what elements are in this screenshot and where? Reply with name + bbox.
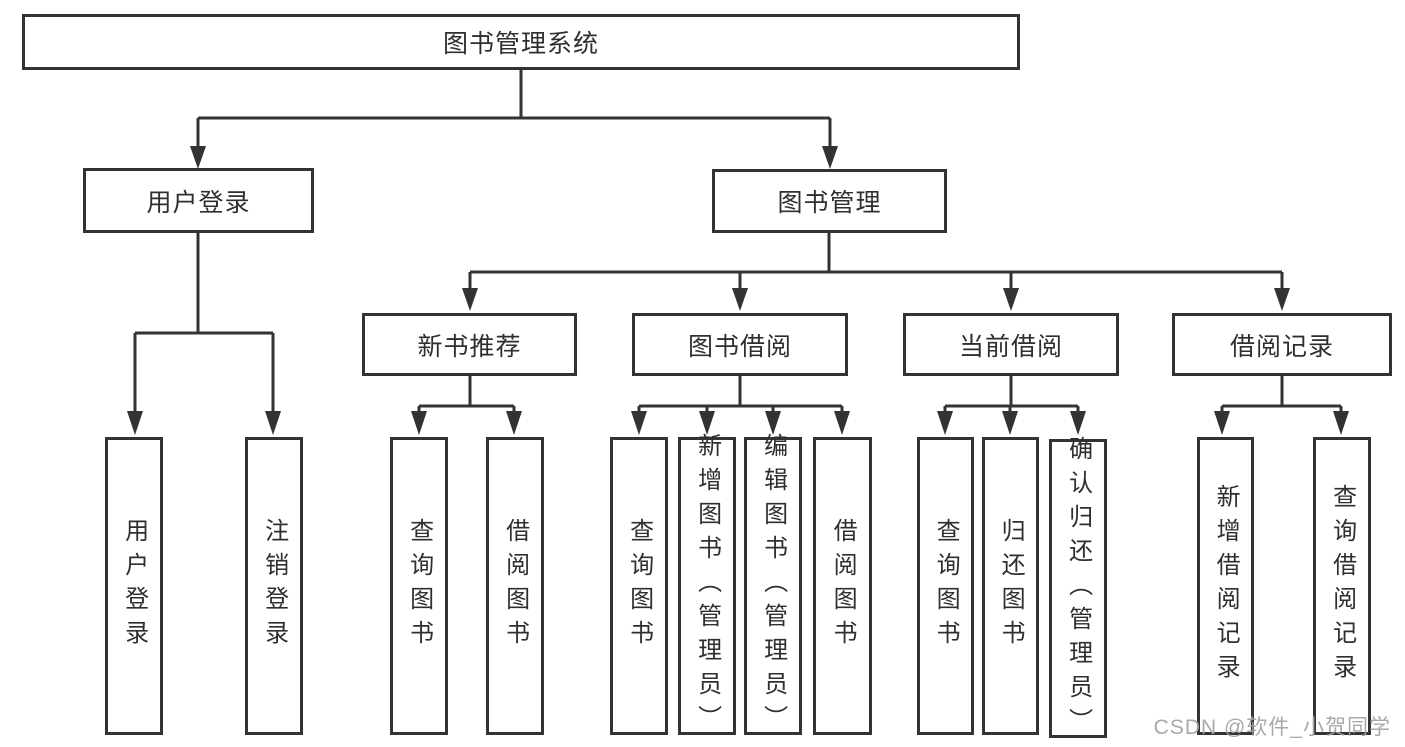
leaf-add-book-admin: 新增图书（管理员） xyxy=(678,433,736,739)
leaf-label: 查询借阅记录 xyxy=(1328,484,1356,688)
arrowhead xyxy=(732,288,748,311)
connector-book-management-to-level3 xyxy=(468,233,1284,289)
leaf-confirm-return-admin: 确认归还（管理员） xyxy=(1049,436,1107,742)
arrowhead xyxy=(699,411,715,435)
arrowhead xyxy=(631,411,647,435)
connector-current-borrow-to-leaves xyxy=(943,376,1080,412)
connector-new-book-recommend-to-leaves xyxy=(417,376,516,412)
leaf-borrow-books-recommend: 借阅图书 xyxy=(486,437,544,735)
leaf-label: 确认归还（管理员） xyxy=(1064,435,1092,742)
csdn-watermark: CSDN @软件_小贺同学 xyxy=(1153,716,1391,739)
connector-book-borrow-to-leaves xyxy=(637,376,844,412)
leaf-borrow-books-2: 借阅图书 xyxy=(813,437,872,735)
node-label: 图书管理 xyxy=(777,189,882,217)
arrowhead xyxy=(265,411,281,435)
arrowhead xyxy=(822,146,838,169)
arrowhead xyxy=(127,411,143,435)
arrowhead xyxy=(411,411,427,435)
node-label: 图书管理系统 xyxy=(442,30,599,58)
node-label: 借阅记录 xyxy=(1229,332,1334,361)
arrowhead xyxy=(190,146,206,169)
node-book-management: 图书管理 xyxy=(712,169,947,233)
leaf-add-borrow-record: 新增借阅记录 xyxy=(1197,437,1254,735)
connector-user-login-to-leaves xyxy=(133,233,275,412)
leaf-label: 查询图书 xyxy=(932,518,960,654)
connector-borrow-records-to-leaves xyxy=(1220,376,1343,412)
arrowhead xyxy=(834,411,850,435)
arrowhead xyxy=(1214,411,1230,435)
node-label: 新书推荐 xyxy=(417,332,522,361)
leaf-label: 借阅图书 xyxy=(829,518,857,654)
leaf-label: 查询图书 xyxy=(405,518,433,654)
node-label: 当前借阅 xyxy=(958,332,1063,361)
node-user-login: 用户登录 xyxy=(83,168,314,233)
leaf-label: 归还图书 xyxy=(997,518,1025,654)
arrowhead xyxy=(1274,288,1290,311)
leaf-label: 查询图书 xyxy=(625,518,653,654)
node-new-book-recommend: 新书推荐 xyxy=(362,313,577,376)
node-book-borrow: 图书借阅 xyxy=(632,313,848,376)
arrowhead xyxy=(1003,288,1019,311)
arrowhead xyxy=(506,411,522,435)
node-root-system: 图书管理系统 xyxy=(22,14,1020,70)
node-current-borrow: 当前借阅 xyxy=(903,313,1119,376)
leaf-label: 编辑图书（管理员） xyxy=(759,433,787,739)
leaf-label: 注销登录 xyxy=(260,518,288,654)
leaf-label: 新增借阅记录 xyxy=(1212,484,1240,688)
arrowhead xyxy=(937,411,953,435)
node-borrow-records: 借阅记录 xyxy=(1172,313,1392,376)
arrowhead xyxy=(765,411,781,435)
leaf-query-borrow-record: 查询借阅记录 xyxy=(1313,437,1371,735)
arrowhead xyxy=(1002,411,1018,435)
arrowhead xyxy=(1333,411,1349,435)
leaf-query-books-borrow: 查询图书 xyxy=(610,437,668,735)
leaf-edit-book-admin: 编辑图书（管理员） xyxy=(744,433,802,739)
leaf-label: 借阅图书 xyxy=(501,518,529,654)
arrowhead xyxy=(462,288,478,311)
node-label: 用户登录 xyxy=(146,188,251,217)
leaf-label: 新增图书（管理员） xyxy=(693,433,721,739)
connector-root-to-level2 xyxy=(196,70,832,147)
leaf-user-login: 用户登录 xyxy=(105,437,163,735)
leaf-query-books-recommend: 查询图书 xyxy=(390,437,448,735)
node-label: 图书借阅 xyxy=(687,332,792,361)
leaf-logout: 注销登录 xyxy=(245,437,303,735)
leaf-query-books-current: 查询图书 xyxy=(917,437,974,735)
leaf-label: 用户登录 xyxy=(120,518,148,654)
leaf-return-book: 归还图书 xyxy=(982,437,1039,735)
arrowhead xyxy=(1070,411,1086,435)
